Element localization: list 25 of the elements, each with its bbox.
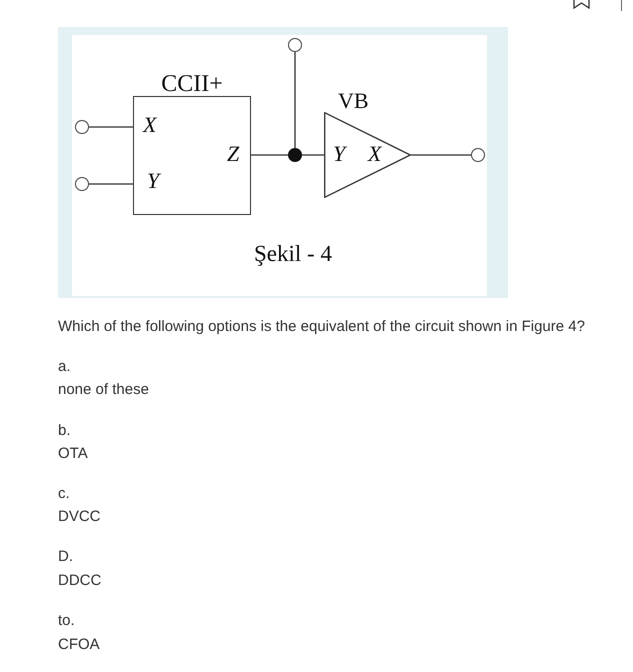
port-label: Z xyxy=(227,143,240,165)
wire xyxy=(89,183,133,185)
option-text: DVCC xyxy=(58,508,101,526)
wire xyxy=(251,154,288,156)
port-label: X xyxy=(143,114,156,136)
option-letter: to. xyxy=(58,612,75,630)
option-letter: b. xyxy=(58,422,71,440)
wire xyxy=(89,126,133,128)
option-text: none of these xyxy=(58,381,149,399)
port-label: Y xyxy=(147,170,160,192)
option-letter: c. xyxy=(58,485,70,503)
option-letter: a. xyxy=(58,358,71,376)
option-text: CFOA xyxy=(58,636,100,654)
block-label: VB xyxy=(338,90,369,112)
block-label: CCII+ xyxy=(160,72,224,96)
option-letter: D. xyxy=(58,548,73,566)
port-label: X xyxy=(368,143,382,165)
option-text: OTA xyxy=(58,445,88,463)
port-label: Y xyxy=(333,143,346,165)
question-text: Which of the following options is the equivalent of the circuit shown in Figure 4? xyxy=(58,318,585,336)
wire xyxy=(294,52,296,148)
option-text: DDCC xyxy=(58,572,102,590)
figure-caption: Şekil - 4 xyxy=(254,242,332,265)
wire xyxy=(302,154,324,156)
wire xyxy=(411,154,471,156)
